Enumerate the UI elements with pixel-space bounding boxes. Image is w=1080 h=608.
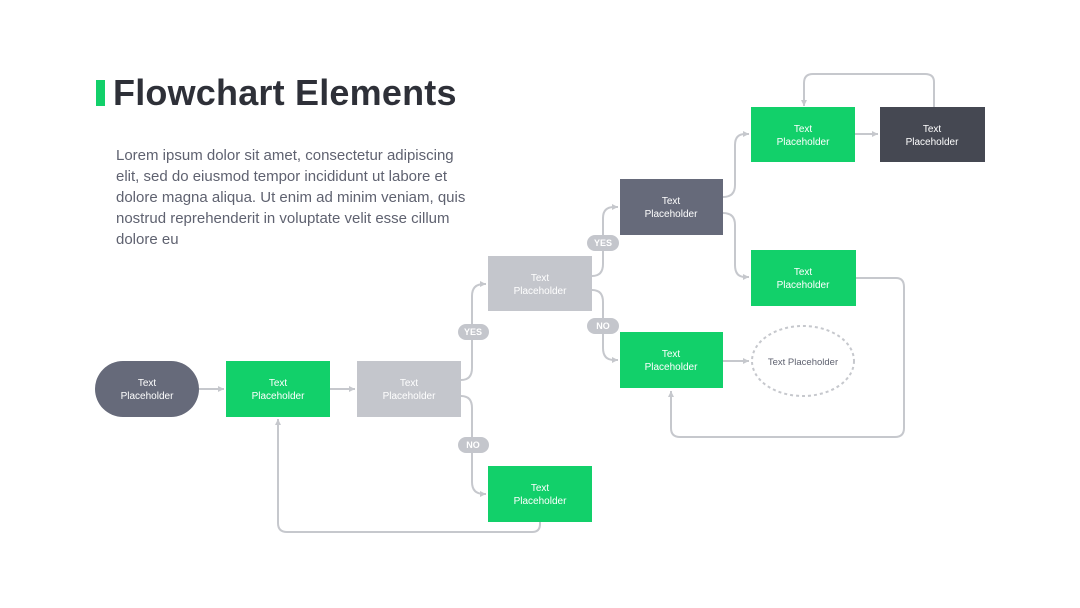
connector-decision3-down xyxy=(722,212,749,280)
process-node-top-line2: Placeholder xyxy=(777,137,830,148)
description-text: Lorem ipsum dolor sit amet, consectetur … xyxy=(116,145,476,250)
process-node-mid-line1: Text xyxy=(794,267,813,278)
description-line: dolore eu xyxy=(116,231,179,248)
connector-decision1-yes xyxy=(460,281,486,381)
no-branch-node-1[interactable]: Text Placeholder xyxy=(488,466,592,522)
yes-label-2: YES xyxy=(587,235,619,251)
decision-node-2[interactable]: Text Placeholder xyxy=(488,256,592,311)
process-node-1[interactable]: Text Placeholder xyxy=(226,361,330,417)
process-node-top[interactable]: Text Placeholder xyxy=(751,107,855,162)
no-label-1: NO xyxy=(458,437,489,453)
decision-node-3-line1: Text xyxy=(662,196,681,207)
decision-node-2-line1: Text xyxy=(531,273,550,284)
no-branch-node-1-line2: Placeholder xyxy=(514,496,567,507)
dashed-end-node[interactable]: Text Placeholder xyxy=(751,325,855,397)
dark-node-top[interactable]: Text Placeholder xyxy=(880,107,985,162)
process-node-top-line1: Text xyxy=(794,124,813,135)
description-line: nostrud reprehenderit in voluptate velit… xyxy=(116,210,450,227)
yes-label-1-text: YES xyxy=(464,327,482,337)
process-node-1-line2: Placeholder xyxy=(252,391,305,402)
process-node-mid[interactable]: Text Placeholder xyxy=(751,250,856,306)
decision-node-1[interactable]: Text Placeholder xyxy=(357,361,461,417)
description-line: dolore magna aliqua. Ut enim ad minim ve… xyxy=(116,189,466,206)
connector-dark-loop-top xyxy=(801,73,935,108)
decision-node-3[interactable]: Text Placeholder xyxy=(620,179,723,235)
no-branch-node-1-line1: Text xyxy=(531,483,550,494)
connector-mid-loop xyxy=(668,277,905,438)
dashed-end-label: Text Placeholder xyxy=(768,357,838,368)
connectors xyxy=(199,73,935,533)
yes-label-2-text: YES xyxy=(594,238,612,248)
process-node-no-2[interactable]: Text Placeholder xyxy=(620,332,723,388)
no-label-2-text: NO xyxy=(596,321,610,331)
connector-decision3-up xyxy=(722,131,749,198)
decision-node-1-line2: Placeholder xyxy=(383,391,436,402)
connector-no-branch-loop xyxy=(275,419,541,533)
title-accent-bar xyxy=(96,80,105,106)
description-line: elit, sed do eiusmod tempor incididunt u… xyxy=(116,168,448,185)
start-node[interactable]: Text Placeholder xyxy=(95,361,199,417)
description-line: Lorem ipsum dolor sit amet, consectetur … xyxy=(116,147,454,164)
process-node-no-2-line1: Text xyxy=(662,349,681,360)
process-node-mid-line2: Placeholder xyxy=(777,280,830,291)
decision-node-1-line1: Text xyxy=(400,378,419,389)
page-title: Flowchart Elements xyxy=(113,72,457,113)
start-node-line1: Text xyxy=(138,378,157,389)
dark-node-top-line2: Placeholder xyxy=(906,137,959,148)
connector-decision2-yes xyxy=(591,204,618,277)
process-node-1-line1: Text xyxy=(269,378,288,389)
dark-node-top-line1: Text xyxy=(923,124,942,135)
connector-decision1-no xyxy=(460,395,486,497)
yes-label-1: YES xyxy=(458,324,489,340)
connector-decision2-no xyxy=(591,289,618,363)
no-label-1-text: NO xyxy=(466,440,480,450)
start-node-line2: Placeholder xyxy=(121,391,174,402)
decision-node-2-line2: Placeholder xyxy=(514,286,567,297)
process-node-no-2-line2: Placeholder xyxy=(645,362,698,373)
no-label-2: NO xyxy=(587,318,619,334)
decision-node-3-line2: Placeholder xyxy=(645,209,698,220)
